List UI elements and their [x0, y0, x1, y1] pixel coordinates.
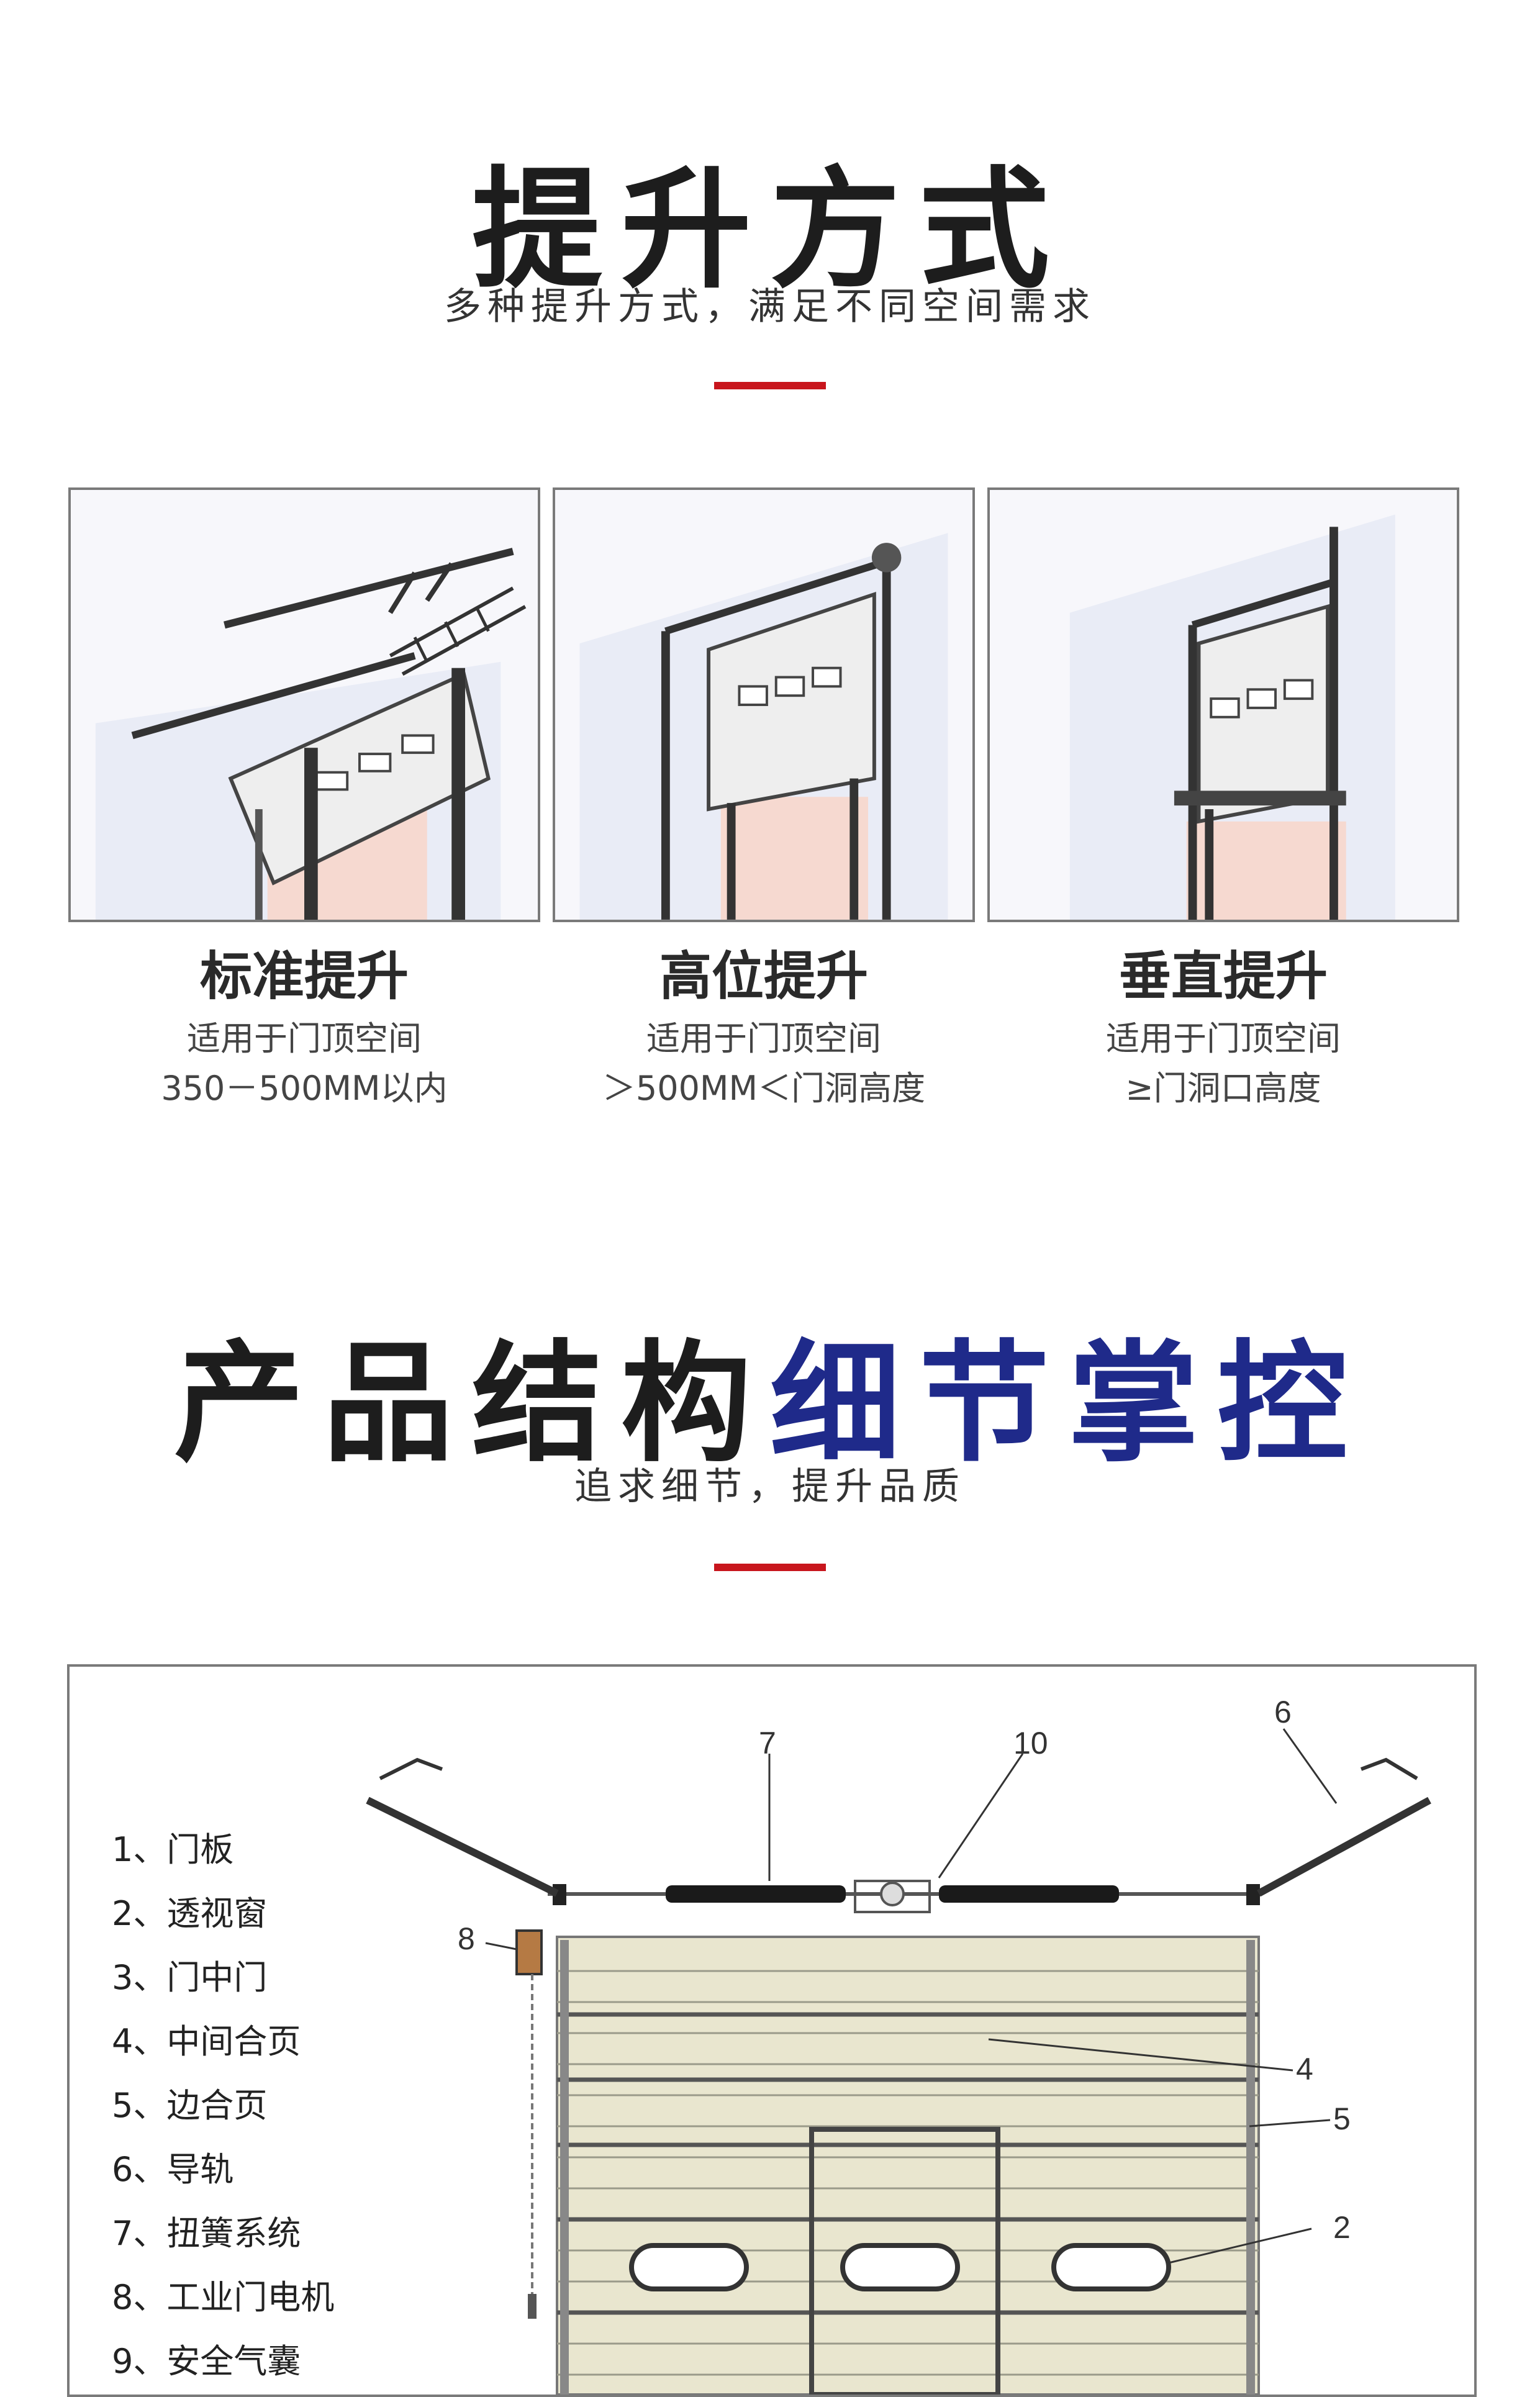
- standard-lift-illustration: [71, 490, 538, 920]
- legend-item-4: 4、中间合页: [112, 2022, 301, 2061]
- card-standard-lift-line1: 适用于门顶空间: [187, 1019, 422, 1058]
- legend-item-5: 5、边合页: [112, 2086, 268, 2125]
- card-standard-lift-image: [68, 487, 540, 922]
- card-standard-lift-title: 标准提升: [199, 946, 409, 1007]
- callout-5: 5: [1333, 2101, 1351, 2136]
- section-title-lifting: 提升方式: [471, 154, 1068, 306]
- section-subtitle-structure: 追求细节，提升品质: [574, 1465, 966, 1508]
- card-vertical-lift-line2: ≥门洞口高度: [1125, 1069, 1321, 1108]
- card-high-lift-title: 高位提升: [659, 946, 868, 1007]
- high-lift-illustration: [555, 490, 972, 920]
- callout-10: 10: [1013, 1726, 1048, 1760]
- card-high-lift-image: [553, 487, 975, 922]
- red-divider-2: [714, 1564, 826, 1571]
- red-divider: [714, 382, 826, 389]
- legend-item-7: 7、扭簧系统: [112, 2214, 301, 2253]
- callout-2: 2: [1333, 2210, 1351, 2245]
- section-title-structure-highlight: 细节掌控: [770, 1328, 1367, 1480]
- card-high-lift-line2: ＞500MM＜门洞高度: [602, 1069, 926, 1108]
- door-structure-drawing: 7 10 6 8 4 5 2: [366, 1695, 1431, 2395]
- callout-6: 6: [1274, 1695, 1292, 1729]
- legend-item-9: 9、安全气囊: [112, 2342, 301, 2381]
- structure-diagram: 1、门板 2、透视窗 3、门中门 4、中间合页 5、边合页 6、导轨 7、扭簧系…: [67, 1664, 1477, 2397]
- legend-item-8: 8、工业门电机: [112, 2278, 335, 2317]
- section-title-structure-main: 产品结构: [173, 1328, 770, 1480]
- callout-7: 7: [759, 1726, 776, 1760]
- legend-item-6: 6、导轨: [112, 2150, 234, 2189]
- callout-8: 8: [458, 1921, 475, 1956]
- vertical-lift-illustration: [990, 490, 1457, 920]
- card-vertical-lift-title: 垂直提升: [1118, 946, 1328, 1007]
- legend-item-2: 2、透视窗: [112, 1894, 268, 1933]
- legend-item-1: 1、门板: [112, 1830, 234, 1869]
- card-standard-lift-line2: 350－500MM以内: [161, 1069, 448, 1108]
- callout-4: 4: [1296, 2052, 1313, 2087]
- section-subtitle-lifting: 多种提升方式，满足不同空间需求: [444, 285, 1096, 329]
- legend-item-3: 3、门中门: [112, 1958, 268, 1997]
- card-vertical-lift-line1: 适用于门顶空间: [1106, 1019, 1341, 1058]
- card-vertical-lift-image: [987, 487, 1459, 922]
- section-title-structure: 产品结构细节掌控: [0, 1298, 1540, 1487]
- card-high-lift-line1: 适用于门顶空间: [646, 1019, 881, 1058]
